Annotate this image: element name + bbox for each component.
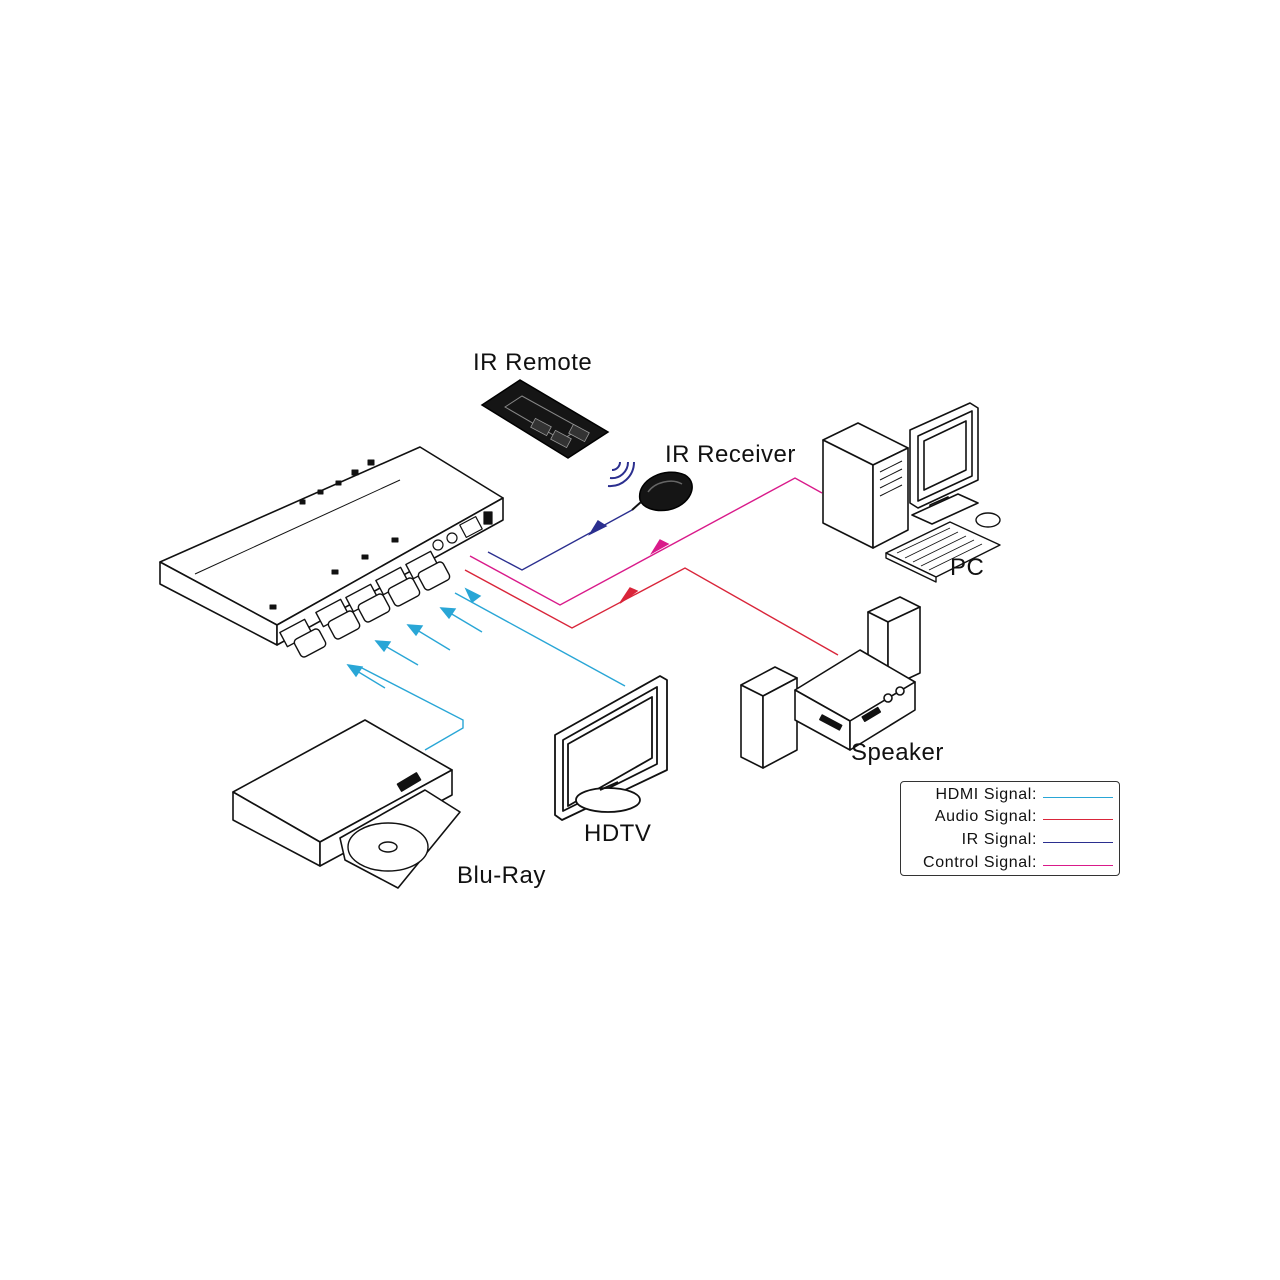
legend-label-audio: Audio Signal:: [934, 808, 1037, 825]
amplifier-icon: [794, 649, 916, 751]
legend-line-audio: [1043, 819, 1113, 820]
speaker-icon: [740, 596, 921, 769]
pc-tower-icon: [822, 422, 909, 549]
legend-label-ir: IR Signal:: [961, 831, 1037, 848]
legend-line-ir: [1043, 842, 1113, 843]
hdmi-cable-hdtv: [454, 592, 626, 687]
ir-remote-icon: [480, 379, 610, 459]
hdmi-matrix-switch-icon: [159, 446, 504, 658]
legend-label-hdmi: HDMI Signal:: [935, 786, 1037, 803]
speaker-label: Speaker: [851, 739, 944, 766]
bluray-label: Blu-Ray: [457, 862, 546, 889]
audio-cable: [464, 567, 839, 656]
hdmi-cables: [359, 592, 626, 751]
bluray-player-icon: [232, 719, 461, 889]
mouse-icon: [975, 512, 1001, 528]
hdmi-cable-bluray: [359, 666, 464, 751]
legend-row-hdmi: HDMI Signal:: [901, 786, 1119, 808]
legend-line-control: [1043, 865, 1113, 866]
hdtv-label: HDTV: [584, 820, 652, 847]
keyboard-icon: [885, 521, 1001, 583]
hdtv-icon: [554, 675, 668, 821]
ir-receiver-icon: [631, 471, 693, 512]
legend-label-control: Control Signal:: [923, 854, 1037, 871]
pc-label: PC: [950, 554, 985, 581]
legend-row-control: Control Signal:: [901, 854, 1119, 876]
hdmi-plugs: [293, 561, 451, 658]
hdmi-input-arrows: [346, 587, 483, 689]
legend-line-hdmi: [1043, 797, 1113, 798]
signal-legend: HDMI Signal: Audio Signal: IR Signal: Co…: [900, 781, 1120, 876]
legend-row-ir: IR Signal:: [901, 831, 1119, 853]
control-cable: [469, 477, 823, 606]
ir-cable: [487, 509, 633, 571]
legend-row-audio: Audio Signal:: [901, 808, 1119, 830]
monitor-icon: [909, 402, 979, 525]
ir-receiver-label: IR Receiver: [665, 441, 796, 468]
ir-waves-icon: [607, 461, 636, 488]
disc-icon: [347, 822, 429, 872]
hdmi-ports: [279, 550, 439, 648]
control-ports: [432, 511, 493, 551]
ir-remote-label: IR Remote: [473, 349, 593, 376]
